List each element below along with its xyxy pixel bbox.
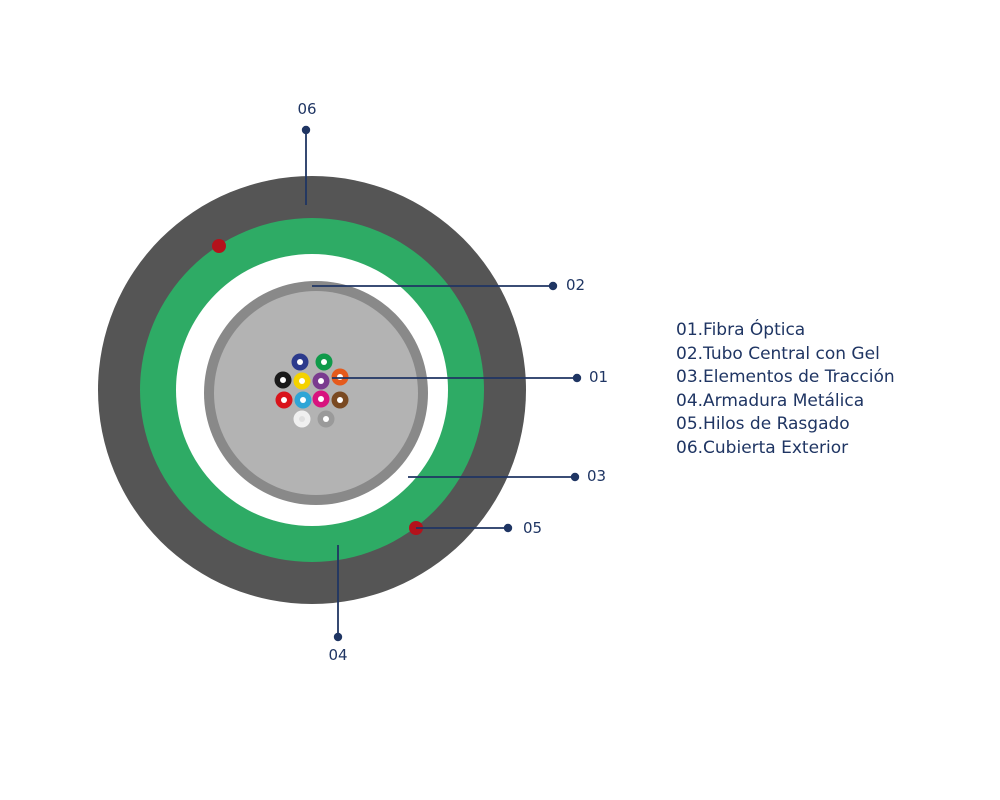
fiber-slate: [317, 410, 335, 428]
fiber-orange: [331, 368, 349, 386]
fiber-brown-core: [337, 397, 343, 403]
fiber-white-core: [299, 416, 305, 422]
callout-dot-06: [301, 125, 311, 135]
fiber-orange-core: [337, 374, 343, 380]
callout-label-06: 06: [297, 100, 316, 118]
fiber-rose-core: [318, 396, 324, 402]
fiber-aqua: [294, 391, 312, 409]
legend-item-tubo-central: 02.Tubo Central con Gel: [676, 343, 880, 364]
fiber-yellow: [293, 372, 311, 390]
fiber-rose: [312, 390, 330, 408]
fiber-aqua-core: [300, 397, 306, 403]
legend-item-cubierta-exterior: 06.Cubierta Exterior: [676, 437, 849, 458]
fiber-red: [275, 391, 293, 409]
callout-lines: [301, 125, 582, 642]
callout-labels: 06 02 01 03 05 04: [297, 100, 608, 664]
fiber-black-core: [280, 377, 286, 383]
fiber-white: [293, 410, 311, 428]
optical-fiber-bundle: [274, 353, 349, 428]
fiber-green: [315, 353, 333, 371]
callout-dot-05: [503, 523, 513, 533]
fiber-blue: [291, 353, 309, 371]
legend-item-elementos-traccion: 03.Elementos de Tracción: [676, 367, 895, 387]
callout-label-04: 04: [328, 646, 347, 664]
legend-item-fibra-optica: 01.Fibra Óptica: [676, 320, 806, 340]
fiber-yellow-core: [299, 378, 305, 384]
fiber-blue-core: [297, 359, 303, 365]
fiber-green-core: [321, 359, 327, 365]
fiber-brown: [331, 391, 349, 409]
callout-label-03: 03: [587, 467, 606, 485]
legend-item-hilos-rasgado: 05.Hilos de Rasgado: [676, 414, 850, 434]
callout-label-01: 01: [589, 368, 608, 386]
callout-dot-03: [570, 472, 580, 482]
callout-dot-02: [548, 281, 558, 291]
cable-layers: [98, 176, 526, 604]
callout-label-05: 05: [523, 519, 542, 537]
legend-item-armadura-metalica: 04.Armadura Metálica: [676, 390, 865, 411]
rip-cord-top: [212, 239, 226, 253]
fiber-violet-core: [318, 378, 324, 384]
callout-label-02: 02: [566, 276, 585, 294]
fiber-violet: [312, 372, 330, 390]
callout-dot-04: [333, 632, 343, 642]
fiber-red-core: [281, 397, 287, 403]
component-legend: 01.Fibra Óptica 02.Tubo Central con Gel …: [676, 319, 895, 460]
callout-dot-01: [572, 373, 582, 383]
fiber-slate-core: [323, 416, 329, 422]
fiber-black: [274, 371, 292, 389]
